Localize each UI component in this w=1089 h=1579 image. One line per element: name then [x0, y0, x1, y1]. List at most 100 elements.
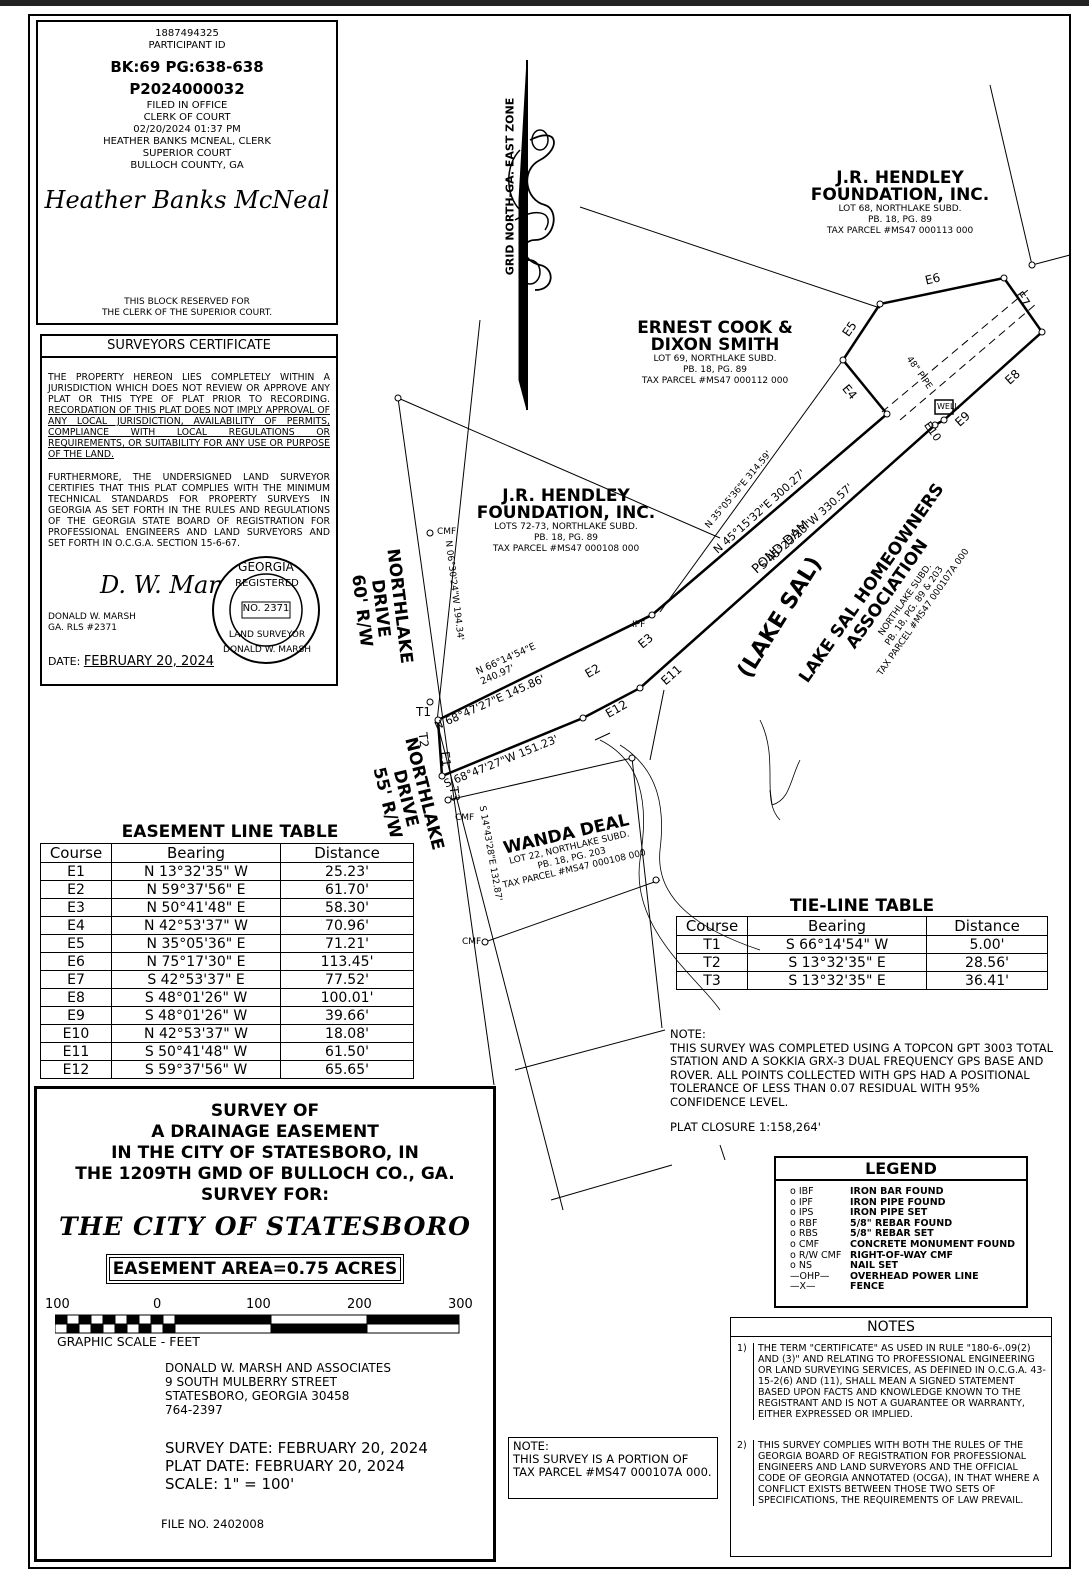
cell-bearing: S 42°53'37" E	[111, 970, 281, 989]
parcel-name: J.R. HENDLEY	[836, 168, 964, 188]
parcel-hendley-mid: J.R. HENDLEY FOUNDATION, INC. LOTS 72-73…	[466, 488, 666, 555]
legend-symbol: —OHP—	[790, 1270, 830, 1282]
parcel-lot: LOT 68, NORTHLAKE SUBD.	[838, 204, 962, 214]
cell-course: T2	[676, 953, 748, 972]
parcel-name: FOUNDATION, INC.	[476, 503, 656, 523]
course-label-t1: T1	[416, 705, 431, 719]
cell-bearing: S 13°32'35" E	[747, 971, 927, 990]
legend-desc: FENCE	[850, 1281, 885, 1293]
legend-symbol: o CMF	[790, 1238, 820, 1250]
firm-line: STATESBORO, GEORGIA 30458	[165, 1389, 350, 1403]
easement-table-title: EASEMENT LINE TABLE	[121, 822, 339, 842]
gps-note: NOTE: THIS SURVEY WAS COMPLETED USING A …	[670, 1027, 1055, 1135]
cell-distance: 5.00'	[926, 935, 1048, 954]
col-header: Course	[40, 843, 112, 863]
cmf-label: CMF	[437, 527, 457, 537]
cell-bearing: S 59°37'56" W	[111, 1060, 281, 1079]
legend-symbol: o NS	[790, 1260, 812, 1272]
note-text: THIS SURVEY IS A PORTION OF TAX PARCEL #…	[513, 1452, 712, 1479]
cell-distance: 61.70'	[280, 880, 414, 899]
ipf-label: IPF	[632, 620, 646, 630]
legend-title: LEGEND	[776, 1158, 1026, 1181]
col-header: Bearing	[747, 916, 927, 936]
cell-bearing: S 66°14'54" W	[747, 935, 927, 954]
course-label-e1: E1	[437, 750, 454, 768]
cmf-label: CMF	[455, 813, 475, 823]
sheet-border	[28, 14, 1071, 1569]
clerk-signature: Heather Banks McNeal	[44, 186, 330, 214]
title-line: THE 1209TH GMD OF BULLOCH CO., GA.	[75, 1164, 455, 1184]
file-number: FILE NO. 2402008	[161, 1517, 265, 1531]
scale-tick: 200	[347, 1297, 372, 1312]
cell-course: E4	[40, 916, 112, 935]
parcel-name: FOUNDATION, INC.	[810, 185, 990, 205]
survey-date: SURVEY DATE: FEBRUARY 20, 2024	[165, 1439, 428, 1457]
firm-line: 764-2397	[165, 1403, 223, 1417]
legend-desc: IRON BAR FOUND	[850, 1186, 944, 1197]
cell-bearing: S 13°32'35" E	[747, 953, 927, 972]
cell-course: E10	[40, 1024, 112, 1043]
cell-distance: 65.65'	[280, 1060, 414, 1079]
clerk-block: 1887494325 PARTICIPANT ID BK:69 PG:638-6…	[36, 20, 338, 325]
row-line-west	[397, 397, 495, 1086]
cell-distance: 100.01'	[280, 988, 414, 1007]
filed-line: SUPERIOR COURT	[142, 148, 232, 159]
participant-label: PARTICIPANT ID	[148, 40, 226, 51]
north-arrow-label: GRID NORTH-GA. EAST ZONE	[503, 97, 517, 276]
cell-distance: 25.23'	[280, 862, 414, 881]
firm-line: 9 SOUTH MULBERRY STREET	[165, 1375, 337, 1389]
legend-symbol: o IPS	[790, 1207, 814, 1219]
date-label: DATE:	[48, 655, 81, 668]
parcel-note: NOTE: THIS SURVEY IS A PORTION OF TAX PA…	[508, 1437, 718, 1499]
note-text: THIS SURVEY WAS COMPLETED USING A TOPCON…	[670, 1040, 1053, 1109]
legend-symbol: —X—	[790, 1281, 816, 1293]
parcel-tax: TAX PARCEL #MS47 000108 000	[492, 544, 640, 554]
title-block: SURVEY OF A DRAINAGE EASEMENT IN THE CIT…	[34, 1086, 496, 1562]
cell-course: E1	[40, 862, 112, 881]
client-name: THE CITY OF STATESBORO	[59, 1212, 471, 1241]
parcel-hendley-top: J.R. HENDLEY FOUNDATION, INC. LOT 68, NO…	[800, 170, 1000, 237]
cell-distance: 71.21'	[280, 934, 414, 953]
cert-title: SURVEYORS CERTIFICATE	[42, 336, 336, 358]
legend-desc: 5/8" REBAR FOUND	[850, 1217, 953, 1229]
cell-bearing: S 48°01'26" W	[111, 1006, 281, 1025]
note-number: 1)	[737, 1343, 747, 1354]
cell-course: E9	[40, 1006, 112, 1025]
note-item-text: THE TERM "CERTIFICATE" AS USED IN RULE "…	[753, 1343, 1047, 1420]
title-line: SURVEY OF	[210, 1101, 320, 1121]
title-line: SURVEY FOR:	[200, 1185, 330, 1205]
course-label-t2: T2	[415, 731, 432, 749]
cell-course: E7	[40, 970, 112, 989]
cell-distance: 18.08'	[280, 1024, 414, 1043]
scale-tick: 100	[246, 1297, 271, 1312]
filed-line: HEATHER BANKS MCNEAL, CLERK	[103, 136, 271, 147]
legend-symbol: o RBS	[790, 1228, 818, 1240]
row-line-north	[436, 319, 481, 723]
parcel-name: DIXON SMITH	[650, 335, 780, 355]
cell-distance: 58.30'	[280, 898, 414, 917]
cell-course: T3	[676, 971, 748, 990]
cell-course: E11	[40, 1042, 112, 1061]
cell-bearing: S 48°01'26" W	[111, 988, 281, 1007]
filed-line: 02/20/2024 01:37 PM	[133, 124, 241, 135]
cell-course: T1	[676, 935, 748, 954]
plat-date: PLAT DATE: FEBRUARY 20, 2024	[165, 1457, 405, 1475]
scale-label: GRAPHIC SCALE - FEET	[57, 1334, 200, 1349]
cell-course: E3	[40, 898, 112, 917]
col-header: Distance	[926, 916, 1048, 936]
seal-number: NO. 2371	[242, 603, 290, 614]
